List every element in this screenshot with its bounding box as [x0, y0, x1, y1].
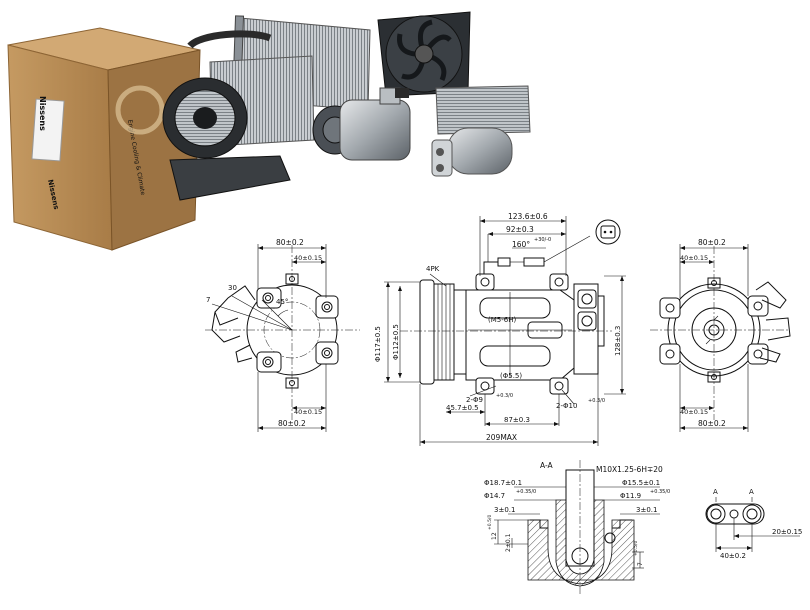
- dim-18-7-dia: Φ18.7±0.1: [484, 479, 522, 487]
- angle-7-label: 7: [206, 296, 210, 304]
- holes-10-label: 2-Φ10: [556, 402, 577, 410]
- rear-ear-bottomright: [747, 343, 769, 365]
- mounting-ear-topleft: [256, 287, 282, 309]
- port-detail-drawing: A A 20±0.15 40±0.2: [705, 488, 802, 560]
- dim-11-9-tol: +0.35/0: [650, 489, 670, 495]
- depth-3-left: 3±0.1: [494, 506, 515, 514]
- height-7-tol: +0.5/0: [633, 541, 639, 556]
- dim-123-6: 123.6±0.6: [508, 212, 548, 221]
- dim-14-7-dia: Φ14.7: [484, 492, 505, 500]
- depth-3-right: 3±0.1: [636, 506, 657, 514]
- pulley-4pk-label: 4PK: [426, 265, 440, 273]
- dim-15-5-dia: Φ15.5±0.1: [622, 479, 660, 487]
- holes-93-label: 2-Φ9: [466, 396, 483, 404]
- compressor-photo: [312, 87, 411, 161]
- dim-14-7-tol: +0.35/0: [516, 489, 536, 495]
- angle-160: 160°: [512, 240, 530, 249]
- dim-128-height: 128±0.3: [614, 326, 622, 356]
- receiver-drier-photo: [431, 127, 513, 177]
- dim-209-max: 209MAX: [486, 433, 517, 442]
- holes-10-tol: +0.3/0: [588, 398, 605, 404]
- rear-ear-topleft: [659, 297, 681, 319]
- cooling-fan-photo: [377, 11, 471, 97]
- angle-45-label: 45°: [276, 298, 288, 306]
- section-title: A-A: [540, 461, 554, 470]
- dim-80-top-right: 80±0.2: [698, 238, 726, 247]
- dim-112-dia: Φ112±0.5: [392, 324, 400, 360]
- dim-87: 87±0.3: [504, 416, 530, 424]
- height-12-label: 12: [491, 532, 498, 540]
- height-2-label: 2±0.1: [505, 533, 512, 552]
- heater-core-photo: [435, 85, 531, 135]
- port-a-right-label: A: [749, 488, 754, 496]
- dim-45-7: 45.7±0.5: [446, 404, 479, 412]
- dim-92: 92±0.3: [506, 225, 534, 234]
- dim-80-bottom-left: 80±0.2: [278, 419, 306, 428]
- angle-160-tol: +30/-0: [534, 237, 551, 243]
- front-view-drawing: 45° 30 7 80±0.2 40±0.15 40±0.15 80±0.2: [205, 238, 360, 432]
- blower-motor-photo: [162, 77, 291, 201]
- height-7-label: 7: [637, 562, 644, 566]
- hole-55-label: (Φ5.5): [500, 372, 522, 380]
- electrical-connector-detail: [595, 219, 621, 245]
- product-photo-collage: Nissens Nissens Engine Cooling & Climate: [7, 11, 531, 251]
- rear-ear-topright: [747, 295, 769, 317]
- mounting-ear-bottomright: [315, 341, 339, 365]
- rear-ear-bottomleft: [659, 343, 681, 365]
- dim-40-bottom-left: 40±0.15: [294, 408, 322, 416]
- rear-view-drawing: 80±0.2 40±0.15 40±0.15 80±0.2: [650, 238, 791, 432]
- mounting-ear-topright: [315, 295, 339, 319]
- dim-40-top-left: 40±0.15: [294, 254, 322, 262]
- section-a-a-drawing: A-A M10X1.25-6H∓20 Φ18.7±0.1 Φ14.7 +0.35…: [484, 460, 670, 596]
- port-20-dim: 20±0.15: [772, 528, 802, 536]
- height-12-tol: +0.5/0: [487, 515, 493, 530]
- dim-40-top-right: 40±0.15: [680, 254, 708, 262]
- box-logo-icon: [115, 85, 165, 135]
- mounting-ear-bottomleft: [256, 351, 282, 373]
- angle-30-label: 30: [228, 284, 237, 292]
- box-brand-label: Nissens: [38, 96, 47, 131]
- thread-m10-label: M10X1.25-6H∓20: [596, 465, 663, 474]
- thread-m5-label: (M5-6H): [488, 316, 516, 324]
- dim-80-bottom-right: 80±0.2: [698, 419, 726, 428]
- dim-40-bottom-right: 40±0.15: [680, 408, 708, 416]
- dim-11-9-dia: Φ11.9: [620, 492, 641, 500]
- dim-117-dia: Φ117±0.5: [374, 326, 382, 362]
- side-view-drawing: 123.6±0.6 92±0.3 160° +30/-0 4PK (M5-6H)…: [374, 212, 626, 446]
- holes-93-tol: +0.3/0: [496, 393, 513, 399]
- port-a-left-label: A: [713, 488, 718, 496]
- port-40-dim: 40±0.2: [720, 552, 746, 560]
- dim-80-top-left: 80±0.2: [276, 238, 304, 247]
